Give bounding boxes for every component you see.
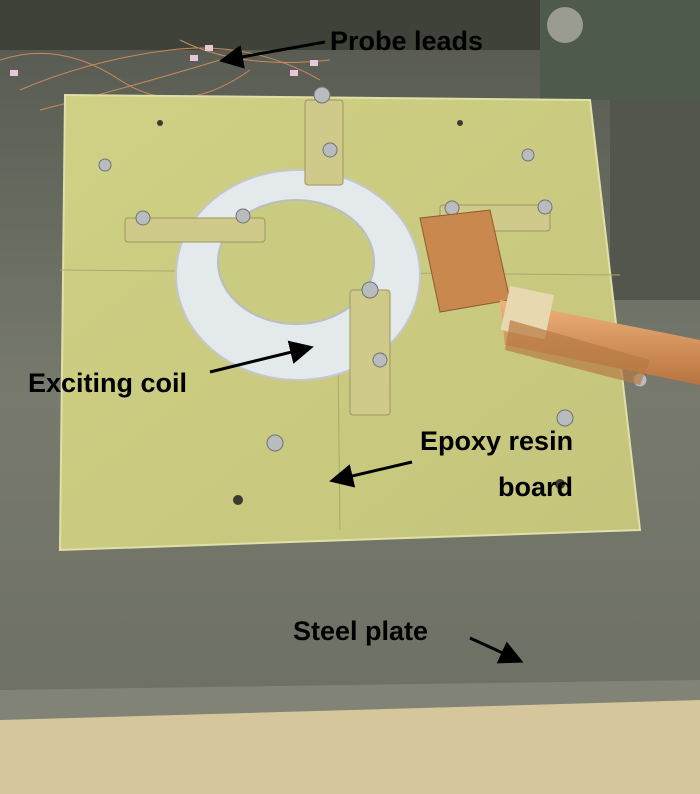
- board-holes: [157, 120, 565, 505]
- annotation-epoxy-board: Epoxy resin board: [329, 426, 573, 502]
- annotation-probe-leads: Probe leads: [219, 26, 483, 69]
- steel-plate-edge: [0, 680, 700, 720]
- annotation-steel-plate: Steel plate: [293, 616, 524, 664]
- arrow-icon: [329, 460, 413, 488]
- arrow-icon: [209, 340, 314, 374]
- copper-terminal: [419, 209, 700, 385]
- background-shadow: [610, 100, 700, 300]
- label-epoxy-line1: Epoxy resin: [420, 426, 573, 456]
- annotation-exciting-coil: Exciting coil: [28, 340, 314, 398]
- metal-post: [547, 7, 583, 43]
- label-exciting-coil: Exciting coil: [28, 368, 187, 398]
- arrow-icon: [469, 636, 524, 664]
- label-probe-leads: Probe leads: [330, 26, 483, 56]
- probe-wires: [0, 39, 331, 111]
- label-epoxy-line2: board: [498, 472, 573, 502]
- wooden-base: [0, 700, 700, 794]
- label-steel-plate: Steel plate: [293, 616, 428, 646]
- arrow-icon: [219, 40, 326, 69]
